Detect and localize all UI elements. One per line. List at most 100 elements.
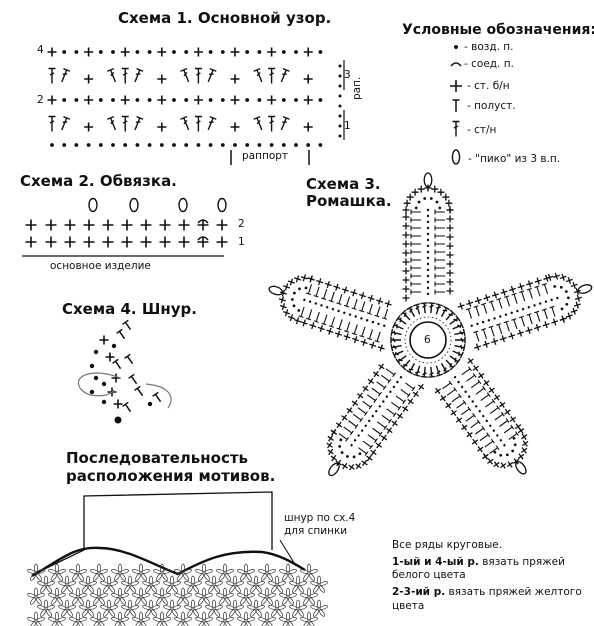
sc-plus-icon <box>102 236 114 248</box>
petal-sc-plus <box>474 343 482 351</box>
motif-flower-icon <box>205 599 223 617</box>
petal-dc-tick <box>336 319 343 331</box>
petal-chain-dot <box>556 296 559 300</box>
dc-dagger-icon <box>395 315 407 325</box>
motif-flower-icon <box>279 563 297 581</box>
petal-sc-plus <box>350 289 358 297</box>
petal-sc-plus <box>445 199 453 207</box>
motif-flower-icon <box>48 563 66 581</box>
petal-dc-tick <box>434 225 445 231</box>
motif-flower-icon <box>289 575 307 593</box>
petal-dc-tick <box>328 291 335 303</box>
petal-dc-tick <box>534 310 541 322</box>
petal-dc-tick <box>466 372 477 382</box>
motif-flower-icon <box>289 599 307 617</box>
petal-dc-tick <box>442 380 453 390</box>
petal-dc-tick <box>359 301 366 313</box>
petal-sc-plus <box>326 327 334 335</box>
petal-dc-tick <box>321 289 328 301</box>
petal-dc-tick <box>481 302 488 314</box>
petal-sc-plus <box>370 449 377 456</box>
chain-dot <box>101 381 107 387</box>
petal-sc-plus <box>431 185 439 193</box>
motif-flower-icon <box>90 563 108 581</box>
petal-chain-dot <box>383 324 386 327</box>
petal-dc-tick <box>344 321 351 333</box>
motif-flower-icon <box>111 563 129 581</box>
motif-flower-icon <box>300 611 318 626</box>
petal-dc-tick <box>366 394 378 403</box>
sc-plus-icon <box>450 80 462 92</box>
petal-sc-plus <box>300 319 308 327</box>
petal-sc-plus <box>417 185 425 193</box>
petal-dc-tick <box>434 241 445 247</box>
scheme1-row-2-label: 2 <box>37 94 44 106</box>
petal-chain-dot <box>482 414 485 418</box>
cord-path <box>31 546 306 578</box>
petal-sc-plus <box>476 445 484 453</box>
dc-dagger-icon <box>406 363 416 375</box>
petal-sc-plus <box>402 267 410 275</box>
chain-dot <box>86 143 91 147</box>
motif-flower-icon <box>111 587 129 605</box>
petal-dc-tick <box>410 217 421 223</box>
petal-dc-tick <box>410 257 421 263</box>
petal-chain-dot <box>521 307 525 311</box>
petal-chain-dot <box>298 287 301 291</box>
petal-chain-dot <box>470 324 473 327</box>
petal-sc-plus <box>446 206 454 214</box>
petal-dc-tick <box>541 282 549 294</box>
petal-chain-dot <box>435 200 439 204</box>
motif-flower-icon <box>163 575 181 593</box>
petal-picot-icon <box>328 462 340 477</box>
dc-dagger-icon <box>449 355 461 365</box>
petal-sc-plus <box>552 272 560 280</box>
petal-chain-dot <box>360 429 364 432</box>
petal-sc-plus <box>446 251 454 259</box>
petal-dc-tick <box>434 217 445 223</box>
petal-sc-plus <box>483 294 491 302</box>
petal-dc-tick <box>434 249 445 255</box>
petal-dc-tick <box>362 400 373 410</box>
petal-dc-tick <box>410 249 421 255</box>
petal-sc-plus <box>439 395 447 402</box>
petal-sc-plus <box>294 317 302 325</box>
petal-chain-dot <box>504 313 508 316</box>
petal-sc-plus <box>466 431 473 438</box>
petal-sc-plus <box>330 454 338 462</box>
motif-flower-icon <box>258 587 276 605</box>
legend-item-dc: - ст/н <box>467 124 497 136</box>
petal-chain-dot <box>481 320 485 324</box>
dc-dagger-icon <box>48 67 56 84</box>
petal-sc-plus <box>376 297 384 305</box>
petal-dc-tick <box>410 233 421 239</box>
petal-dc-tick <box>434 281 445 287</box>
dc-dagger-icon <box>180 116 190 131</box>
petal-dc-tick <box>298 306 305 318</box>
dc-dagger-icon <box>413 365 421 377</box>
petal-dc-tick <box>475 425 486 435</box>
petal-dc-tick <box>488 300 495 312</box>
dc-dagger-icon <box>280 68 290 83</box>
petal-sc-plus <box>402 222 410 230</box>
chain-dot <box>318 50 323 54</box>
petal-chain-dot <box>539 302 542 305</box>
petal-sc-plus <box>333 283 341 291</box>
chain-dot <box>135 143 140 147</box>
petal-chain-dot <box>474 405 478 408</box>
dc-dagger-icon <box>194 115 202 132</box>
petal-chain-dot <box>516 309 519 313</box>
petal-sc-plus <box>343 333 351 341</box>
petal-dc-tick <box>381 414 392 424</box>
petal-chain-dot <box>365 319 369 322</box>
petal-sc-plus <box>378 363 385 370</box>
dc-dagger-icon <box>194 67 202 84</box>
chain-dot <box>74 50 79 54</box>
sc-plus-icon <box>83 219 95 231</box>
petal-sc-plus <box>375 441 383 449</box>
scheme1-row-1-label: 1 <box>344 120 351 132</box>
petal-chain-dot <box>457 380 460 384</box>
petal-dc-tick <box>485 398 496 408</box>
petal-sc-plus <box>491 291 499 299</box>
